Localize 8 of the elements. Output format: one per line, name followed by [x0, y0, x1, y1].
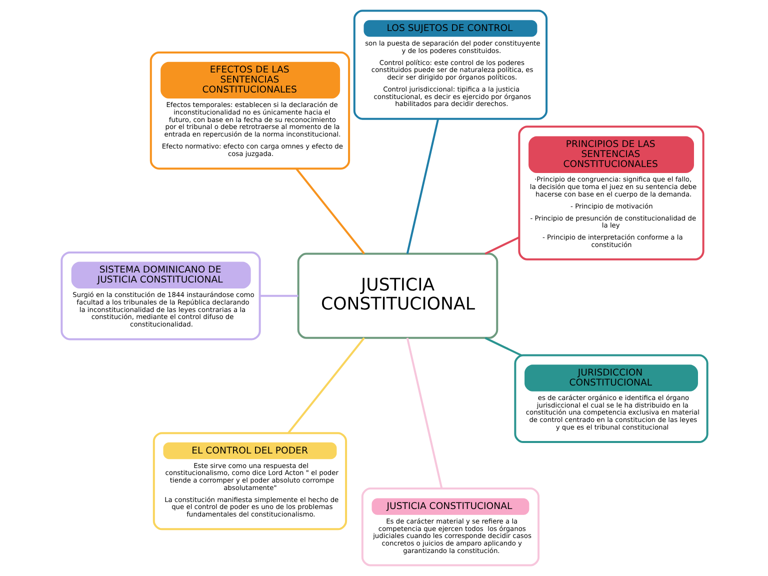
node-box: JUSTICIA CONSTITUCIONAL — [296, 252, 498, 339]
connector — [287, 337, 364, 434]
connector — [484, 337, 522, 356]
connector — [295, 168, 364, 254]
connector — [259, 294, 298, 297]
connector — [484, 236, 520, 255]
connector — [406, 118, 439, 254]
connector — [406, 338, 442, 489]
